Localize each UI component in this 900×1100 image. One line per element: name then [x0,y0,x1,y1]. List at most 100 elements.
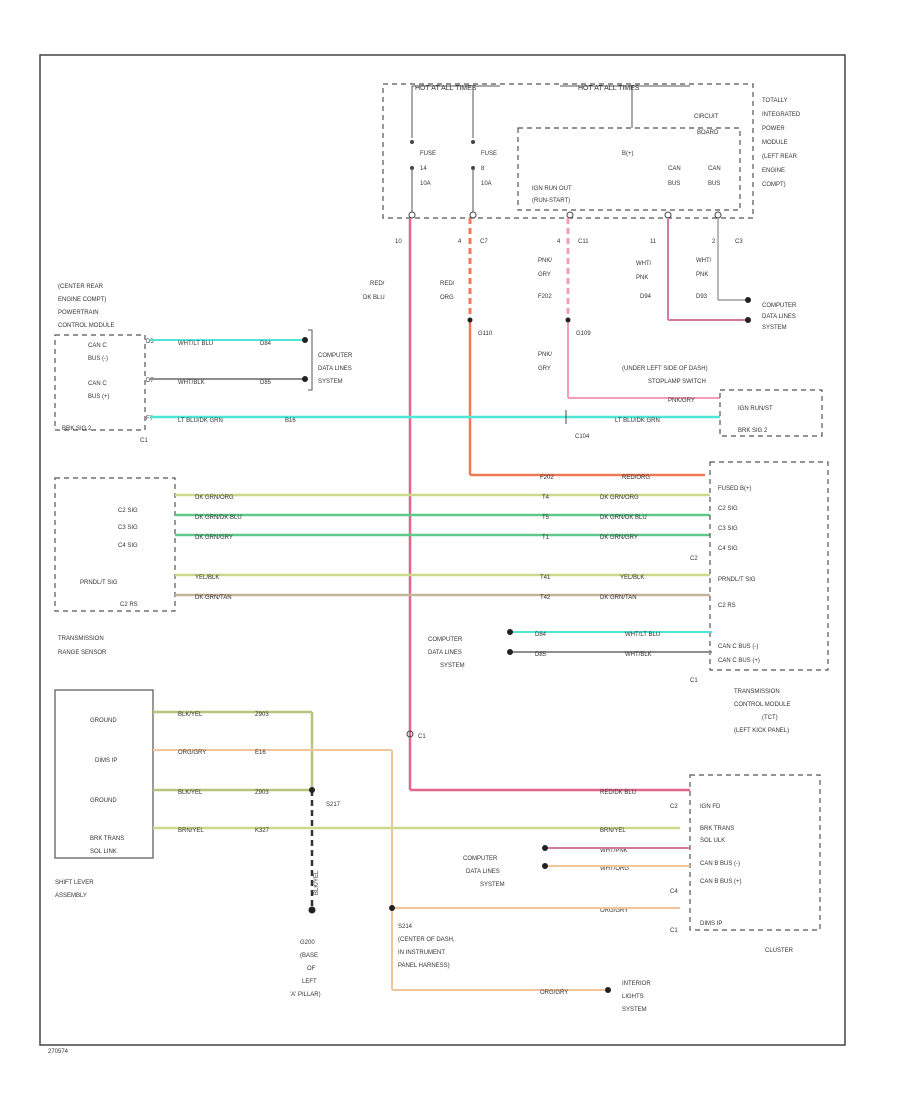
tipm-canh-1: CAN [668,166,681,172]
trs-circ-2: T5 [542,515,550,521]
pcm-cav-d3: D3 [146,339,154,345]
shifter-circ-4: K327 [255,828,270,834]
fuse8-num: 8 [481,166,485,172]
s214-1: S214 [398,924,413,930]
tipm-title-1: TOTALLY [762,98,788,104]
tcm-pin-1: FUSED B(+) [718,486,752,492]
cluster-pin-3: SOL ULK [700,838,725,844]
cdl-top-1: COMPUTER [318,353,353,359]
cdl-right-1: COMPUTER [762,303,797,309]
circuit-board-1: CIRCUIT [694,114,719,120]
tipm-c11: C11 [578,239,589,245]
trs-wire-1: DK GRN/ORG [195,495,234,501]
wire-red-dkblu-2: DK BLU [363,295,385,301]
tipm-ign-1: IGN RUN OUT [532,186,572,192]
trs-pin-3: C4 SIG [118,543,138,549]
tipm-title-2: INTEGRATED [762,112,801,118]
trs-wire-4: YEL/BLK [195,575,219,581]
fuse8-label: FUSE [481,151,497,157]
pcm-module: (CENTER REAR ENGINE COMPT) POWERTRAIN CO… [54,284,720,444]
trs-circ-5: T42 [540,595,551,601]
tcm-f202: F202 [540,475,554,481]
s214-2: (CENTER OF DASH, [398,937,455,943]
wire-d94: D94 [640,294,652,300]
pcm-title-4: CONTROL MODULE [58,323,114,329]
cluster-title: CLUSTER [765,948,794,954]
tipm-pin-4a: 4 [458,239,462,245]
cluster-wire-5: ORG/GRY [600,908,628,914]
tipm-pin-11: 11 [650,239,657,245]
pcm-pin-5: BRK SIG 2 [62,426,92,432]
trs-title-1: TRANSMISSION [58,636,104,642]
shifter-title-1: SHIFT LEVER [55,880,94,886]
wire-d93: D93 [696,294,708,300]
wire-red-org-1: RED/ [440,281,455,287]
tcm-title-4: (LEFT KICK PANEL) [734,728,789,734]
tipm-wires: RED/ DK BLU RED/ ORG PNK/ GRY F202 G110 … [363,218,797,792]
trs-circ-4: T41 [540,575,551,581]
tipm-c7: C7 [480,239,488,245]
stoplamp-wire-2: LT BLU/DK GRN [615,418,660,424]
stoplamp-title-2: STOPLAMP SWITCH [648,379,706,385]
tcm-can-c1: D84 [535,632,547,638]
pcm-title-3: POWERTRAIN [58,310,99,316]
tcm-redorg: RED/ORG [622,475,650,481]
tcm-pin-6: C2 RS [718,603,736,609]
fuse14-label: FUSE [420,151,436,157]
cluster-c2: C2 [670,804,678,810]
shifter-wire-2: ORG/GRY [178,750,206,756]
tcm-cdl-3: SYSTEM [440,663,465,669]
ground-wire-label: BLK/YEL [314,870,320,895]
pcm-circ-3: B16 [285,418,296,424]
cdl-right-3: SYSTEM [762,325,787,331]
wire-pnkgry-1: PNK/ [538,258,552,264]
pcm-pin-4: BUS (+) [88,394,110,400]
shifter-wire-4: BRN/YEL [178,828,204,834]
shifter-wire-1: BLK/YEL [178,712,203,718]
trs-wire-2b: DK GRN/DK BLU [600,515,647,521]
tcm-pin-7: CAN C BUS (-) [718,644,758,650]
tipm-title-3: POWER [762,126,785,132]
cdl-top-3: SYSTEM [318,379,343,385]
cluster-wire-3: WHT/PNK [600,848,628,854]
wire-whtpnk-2: PNK [636,275,648,281]
splice-g110: G110 [478,331,493,337]
figure-id: 270574 [48,1049,69,1055]
circuit-board-2: BOARD [697,130,719,136]
cluster-pin-2: BRK TRANS [700,826,734,832]
g200-1: G200 [300,940,315,946]
interior-3: SYSTEM [622,1007,647,1013]
trs-wire-5b: DK GRN/TAN [600,595,637,601]
trs-circ-3: T1 [542,535,550,541]
cdl-right-2: DATA LINES [762,314,796,320]
tcm-title-3: (TCT) [762,715,778,721]
g200-3: OF [307,966,316,972]
pcm-wire-2: WHT/BLK [178,380,205,386]
hot-all-times-1: HOT AT ALL TIMES [415,85,477,92]
pcm-circ-1: D84 [260,341,272,347]
wire-whtpnk-1: WHT/ [636,261,652,267]
tipm-canl-2: BUS [708,181,720,187]
shifter-circ-2: E16 [255,750,266,756]
pcm-title-2: ENGINE COMPT) [58,297,106,303]
trs-pin-5: C2 RS [120,602,138,608]
cluster-pin-4: CAN B BUS (-) [700,861,740,867]
transmission-range-sensor: C2 SIG C3 SIG C4 SIG PRNDL/T SIG C2 RS T… [54,477,710,656]
wire-whtpnk-4: PNK [696,272,708,278]
tipm-bplus: B(+) [622,151,634,157]
pcm-pin-2: BUS (-) [88,356,108,362]
stoplamp-pin-1: IGN RUN/ST [738,406,773,412]
tcm-can-c2: D85 [535,652,547,658]
tipm-canh-2: BUS [668,181,680,187]
stoplamp-title-1: (UNDER LEFT SIDE OF DASH) [622,366,708,372]
trs-wire-3b: DK GRN/GRY [600,535,638,541]
trs-pin-4: PRNDL/T SIG [80,580,118,586]
trs-circ-1: T4 [542,495,550,501]
tcm-c1: C1 [690,678,698,684]
shifter-circ-3: Z903 [255,790,269,796]
splice-s217: S217 [326,802,341,808]
tipm-pin-4b: 4 [557,239,561,245]
tcm-pin-2: C2 SIG [718,506,738,512]
cluster-cdl-2: DATA LINES [466,869,500,875]
pcm-cav-f7: F7 [146,416,154,422]
